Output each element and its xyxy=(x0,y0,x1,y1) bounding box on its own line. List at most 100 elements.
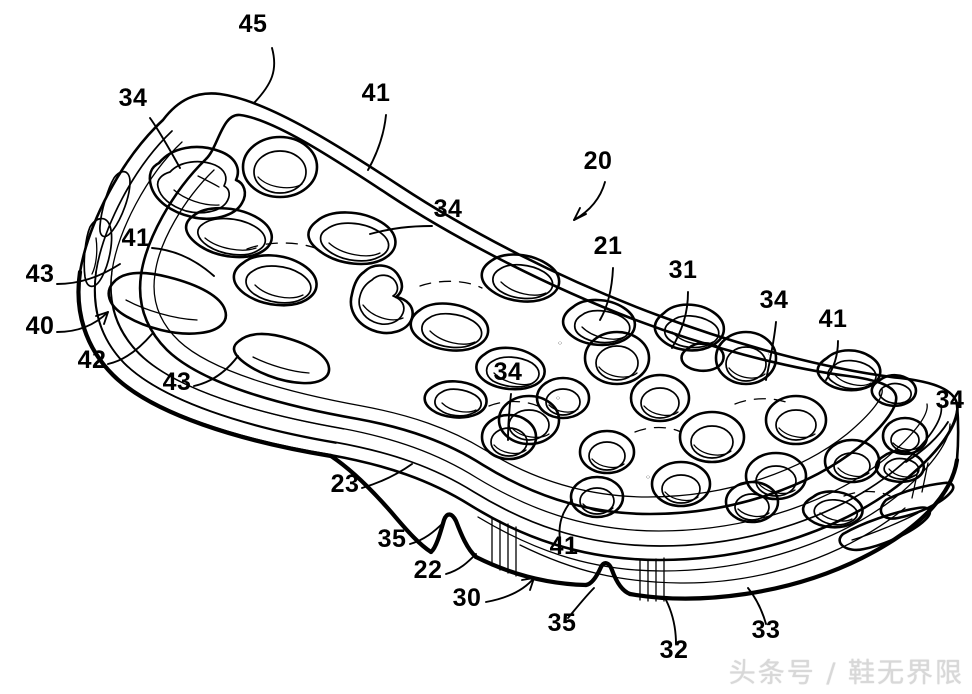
callout-35b: 35 xyxy=(548,609,577,637)
lead-21 xyxy=(599,267,614,321)
callout-34b: 34 xyxy=(434,195,463,223)
lead-35b xyxy=(567,587,595,619)
callout-34d: 34 xyxy=(494,358,523,386)
callout-41a: 41 xyxy=(362,79,391,107)
cavity-oval-f3 xyxy=(680,341,725,373)
cavity-oval-t3 xyxy=(801,490,864,529)
cavity-oval-t6 xyxy=(870,373,918,408)
lead-45 xyxy=(253,47,276,104)
sole-left-sidewall-relief-a xyxy=(94,271,337,444)
callout-34a: 34 xyxy=(119,84,148,112)
lead-34d xyxy=(507,393,512,441)
callout-41c: 41 xyxy=(122,224,151,252)
callout-31: 31 xyxy=(669,256,698,284)
lead-20-arrowhead xyxy=(573,207,587,221)
cavity-small-m7 xyxy=(629,373,691,423)
toe-tip-ribs xyxy=(838,481,955,552)
heel-pad-43-lower-inner-line xyxy=(252,356,310,374)
cavity-round-m11 xyxy=(578,429,636,475)
heel-pad-43-lower xyxy=(232,332,331,385)
lead-34c xyxy=(765,321,777,381)
cavity-round-h4 xyxy=(232,254,318,307)
callout-34e: 34 xyxy=(936,386,965,414)
cavity-small-m5 xyxy=(583,330,651,386)
callout-42: 42 xyxy=(78,346,107,374)
sole-outsole-upper-band-line xyxy=(469,403,958,561)
sidewall-hatch-group-right xyxy=(639,557,665,602)
cavity-round-m12 xyxy=(764,394,828,446)
lead-42 xyxy=(107,333,153,365)
cavity-small-m6 xyxy=(535,376,591,420)
watermark-text: 头条号 / 鞋无界限 xyxy=(728,658,964,689)
lead-30-arrowhead xyxy=(521,577,535,591)
callout-35a: 35 xyxy=(378,525,407,553)
cavity-round-t5 xyxy=(724,480,780,524)
lead-41a xyxy=(367,114,387,171)
callout-23: 23 xyxy=(331,470,360,498)
cavity-field xyxy=(148,135,955,552)
sole-ground-contact-run-left xyxy=(473,554,589,588)
callout-45: 45 xyxy=(239,10,268,38)
cavity-round-m9 xyxy=(714,330,778,386)
lead-41d xyxy=(558,499,573,541)
cavity-round-t7 xyxy=(881,416,929,456)
sole-notch-35-left xyxy=(428,512,479,560)
lead-34e xyxy=(905,421,949,463)
sole-lower-profile-heel xyxy=(328,453,434,555)
lead-34b xyxy=(369,225,433,235)
lead-41c xyxy=(151,247,215,277)
sole-ground-contact-run-right xyxy=(627,457,960,601)
cavity-round-h3 xyxy=(307,211,397,266)
cavity-34a xyxy=(148,145,247,221)
lead-43b xyxy=(193,355,239,387)
cavity-round-m13 xyxy=(650,460,712,508)
lead-35a xyxy=(409,521,445,545)
sole-outsole-band-line-3 xyxy=(519,507,906,584)
lead-40 xyxy=(56,311,109,333)
cavity-oval-m2 xyxy=(475,346,546,391)
callout-34c: 34 xyxy=(760,286,789,314)
shading-dashes xyxy=(246,242,891,497)
lead-31 xyxy=(671,291,689,349)
sole-assembly xyxy=(76,92,960,602)
lead-32 xyxy=(665,599,677,645)
lead-22 xyxy=(445,553,477,575)
cavity-oval-h2 xyxy=(184,206,273,259)
lead-43a xyxy=(56,263,121,285)
heel-edge-sliver-a xyxy=(83,217,113,288)
lead-34a xyxy=(149,117,181,169)
sidewall-hatch-group-left xyxy=(491,517,517,577)
callout-32: 32 xyxy=(660,636,689,664)
callout-33: 33 xyxy=(752,616,781,644)
lead-40-arrowhead xyxy=(95,311,109,325)
cavity-oval-h5 xyxy=(409,302,490,352)
callout-20: 20 xyxy=(584,147,613,175)
callout-30: 30 xyxy=(453,584,482,612)
lead-33 xyxy=(747,587,767,625)
lead-23 xyxy=(361,463,413,489)
heel-edge-sliver-a-line xyxy=(91,237,98,275)
lead-41b xyxy=(825,340,839,381)
sole-sidewall-left-edge xyxy=(76,269,334,459)
callout-40: 40 xyxy=(26,312,55,340)
callout-labels: 45 34 41 20 34 21 31 34 41 41 43 40 42 4… xyxy=(26,10,965,664)
cavity-round-h1 xyxy=(241,135,319,199)
cavity-oval-m1 xyxy=(480,253,561,303)
cavity-round-m10 xyxy=(678,410,746,464)
callout-41d: 41 xyxy=(550,532,579,560)
lead-lines xyxy=(56,47,949,645)
callout-21: 21 xyxy=(594,232,623,260)
callout-22: 22 xyxy=(414,556,443,584)
lead-30 xyxy=(485,577,535,603)
cavity-oval-m3 xyxy=(561,298,637,347)
heel-pad-42 xyxy=(107,271,228,335)
heel-edge-sliver-b xyxy=(99,170,131,238)
heel-pad-42-inner-line xyxy=(125,299,198,321)
sole-notch-35-right xyxy=(583,561,633,597)
cavity-round-m14 xyxy=(569,475,625,519)
callout-43b: 43 xyxy=(163,368,192,396)
cavity-oval-a2 xyxy=(423,380,488,419)
callout-43a: 43 xyxy=(26,260,55,288)
